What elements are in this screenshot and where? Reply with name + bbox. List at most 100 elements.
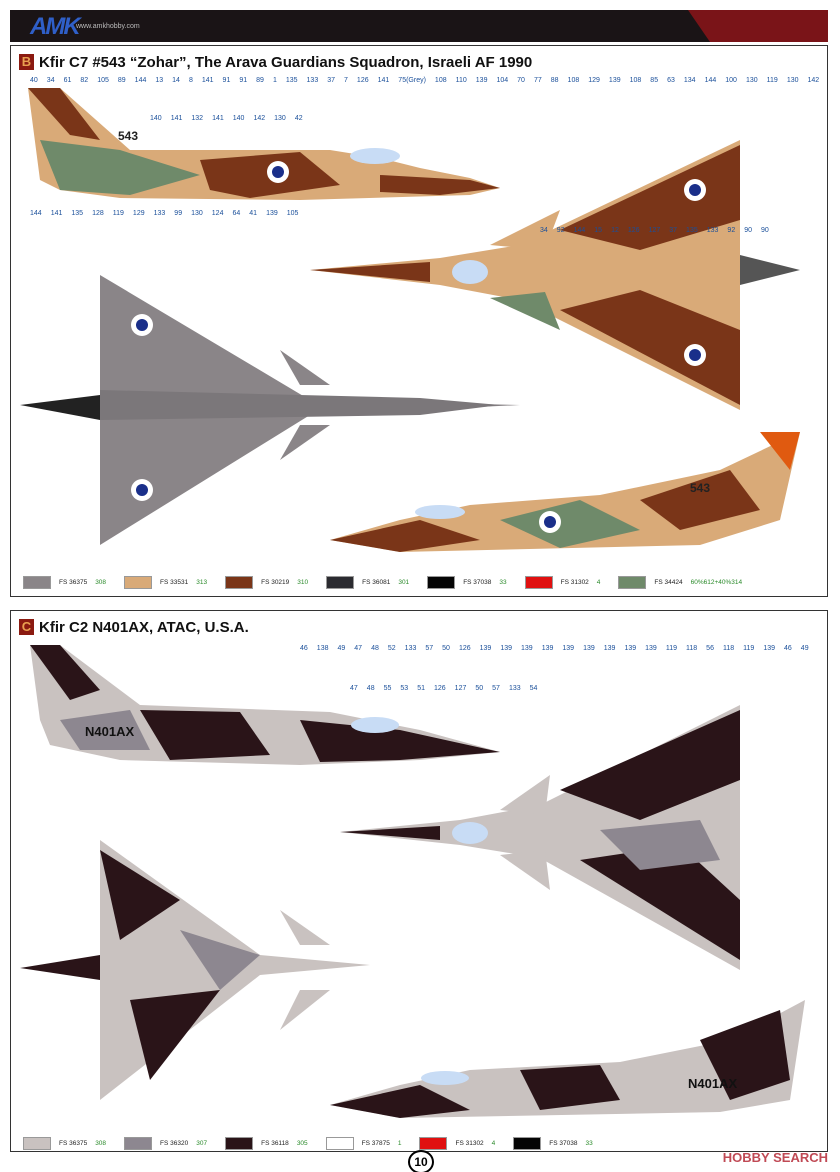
fs-code: FS 33531: [160, 579, 189, 586]
kfir-c7-side-view-left: 543: [28, 88, 500, 200]
fs-code: FS 37875: [361, 1140, 390, 1147]
callout-number: 92: [727, 227, 735, 234]
callout-number: 37: [327, 77, 335, 84]
callout-number: 129: [133, 210, 145, 217]
callout-number: 135: [286, 77, 298, 84]
callout-number: 108: [568, 77, 580, 84]
callout-number: 133: [154, 210, 166, 217]
callout-number: 37: [669, 227, 677, 234]
callout-number: 119: [666, 645, 677, 652]
callout-number: 34: [540, 227, 548, 234]
callout-number: 15: [594, 227, 602, 234]
fs-code: FS 34424: [654, 579, 683, 586]
callout-number: 141: [212, 115, 224, 122]
color-swatch: [427, 576, 456, 589]
callout-number: 99: [174, 210, 182, 217]
callout-number: 126: [459, 645, 471, 652]
panel-title-text: Kfir C2 N401AX, ATAC, U.S.A.: [39, 619, 249, 636]
callout-number: 48: [371, 645, 379, 652]
callout-number: 70: [517, 77, 525, 84]
callout-number: 124: [212, 210, 224, 217]
paint-number: 33: [585, 1140, 593, 1147]
paint-number: 4: [491, 1140, 496, 1147]
callout-number: 49: [337, 645, 345, 652]
callout-number: 128: [92, 210, 104, 217]
callout-number: 141: [202, 77, 214, 84]
paint-number: 4: [596, 579, 601, 586]
callout-number: 51: [417, 685, 425, 692]
callout-number: 12: [611, 227, 619, 234]
amk-logo: AMK: [30, 13, 81, 40]
callout-number: 88: [551, 77, 559, 84]
callout-number: 142: [253, 115, 265, 122]
callout-number: 1: [273, 77, 277, 84]
panel-letter: B: [19, 54, 34, 70]
tail-number: 543: [690, 481, 710, 495]
callout-number: 104: [496, 77, 508, 84]
color-swatch: [23, 576, 51, 589]
callout-number: 118: [686, 645, 697, 652]
callout-number: 108: [435, 77, 447, 84]
callout-number: 126: [357, 77, 369, 84]
callout-number: 82: [80, 77, 88, 84]
callout-number: 118: [723, 645, 734, 652]
callout-number: 139: [609, 77, 621, 84]
kfir-c2-side-view-left: N401AX: [30, 645, 500, 765]
callout-number: 92: [557, 227, 565, 234]
callout-number: 8: [189, 77, 193, 84]
fs-code: FS 36375: [59, 1140, 88, 1147]
kfir-c7-side-view-right: 543: [330, 432, 800, 552]
callout-number: 144: [574, 227, 586, 234]
callout-number: 14: [172, 77, 180, 84]
color-swatch: [325, 1137, 354, 1150]
color-swatch: [124, 576, 153, 589]
callout-number: 90: [761, 227, 769, 234]
callout-number: 138: [317, 645, 329, 652]
callout-number: 130: [746, 77, 758, 84]
callout-number: 141: [378, 77, 390, 84]
callout-number: 130: [191, 210, 203, 217]
callout-number: 48: [367, 685, 375, 692]
callout-number: 47: [350, 685, 358, 692]
callout-number: 34: [47, 77, 55, 84]
paint-number: 60%612+40%314: [690, 579, 743, 586]
legend-item: FS 37875 1: [325, 1137, 402, 1150]
callout-number: 47: [354, 645, 362, 652]
paint-number: 1: [397, 1140, 402, 1147]
callout-number: 46: [300, 645, 308, 652]
callout-number: 90: [744, 227, 752, 234]
callout-number: 108: [630, 77, 642, 84]
color-swatch: [524, 576, 553, 589]
callout-number: 13: [155, 77, 163, 84]
callout-number: 133: [405, 645, 417, 652]
kfir-c2-top-view: [340, 705, 740, 970]
callout-number: 127: [649, 227, 661, 234]
fs-code: FS 37038: [549, 1140, 578, 1147]
callout-number: 64: [232, 210, 240, 217]
legend-item: FS 31302 4: [419, 1137, 495, 1150]
callout-number: 130: [787, 77, 799, 84]
callout-number: 139: [763, 645, 775, 652]
callout-number: 130: [274, 115, 286, 122]
callout-number: 119: [767, 77, 778, 84]
callout-number: 126: [434, 685, 446, 692]
fs-code: FS 36320: [160, 1140, 189, 1147]
color-swatch: [419, 1137, 448, 1150]
panel-letter: C: [19, 619, 34, 635]
callout-number: 119: [113, 210, 124, 217]
callout-number: 57: [492, 685, 500, 692]
page-number: 10: [408, 1150, 434, 1172]
watermark: HOBBY SEARCH: [722, 1150, 828, 1165]
paint-number: 301: [398, 579, 410, 586]
fs-code: FS 31302: [455, 1140, 484, 1147]
callout-number: 132: [191, 115, 203, 122]
